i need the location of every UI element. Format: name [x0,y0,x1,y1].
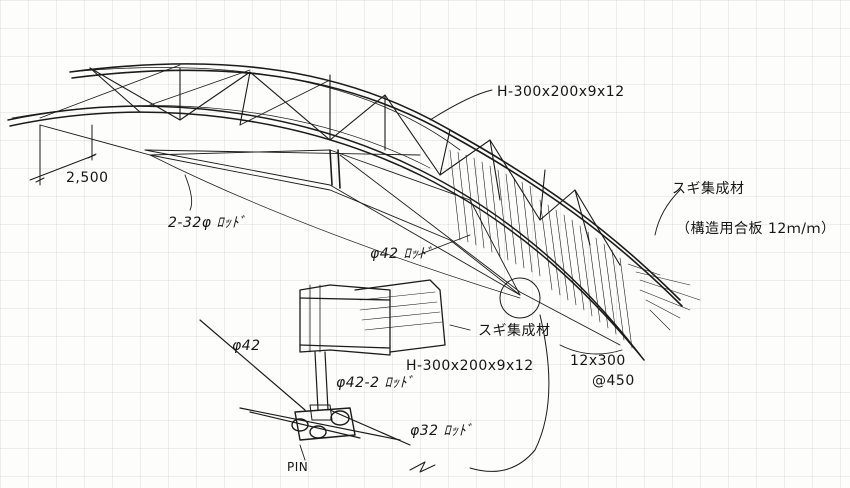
phi42-label: φ42 [232,338,261,354]
rod-42-2-label: φ42-2 ﾛｯﾄﾞ [336,375,414,391]
tie-rod-label: 2-32φ ﾛｯﾄﾞ [168,215,246,231]
pin-label: PIN [287,460,309,474]
deck-plywood-label: （構造用合板 12ｍ/ｍ） [676,221,836,237]
center-post [329,149,341,189]
rod-42-label: φ42 ﾛｯﾄﾞ [370,246,433,262]
detail-beam-label: H-300x200x9x12 [406,358,534,374]
dimension-2500 [29,124,97,186]
detail-rods [199,319,411,446]
detail-beam-box [299,279,446,356]
joist-pitch-label: @450 [592,373,635,389]
upper-chords [69,63,683,307]
rod-32-label: φ32 ﾛｯﾄﾞ [410,423,473,439]
detail-pin-joint [291,404,356,461]
detail-material-label: スギ集成材 [478,323,551,339]
beam-main-label: H-300x200x9x12 [497,84,625,100]
deck-hatching [449,149,701,349]
joist-label: 12x300 [570,353,626,369]
detail-callout [409,277,550,473]
dim-2500-label: 2,500 [66,170,109,186]
deck-material-label: スギ集成材 [672,181,745,197]
truss-diagonals [39,64,621,296]
tie-rods [144,149,621,346]
leader-lines [184,89,681,355]
